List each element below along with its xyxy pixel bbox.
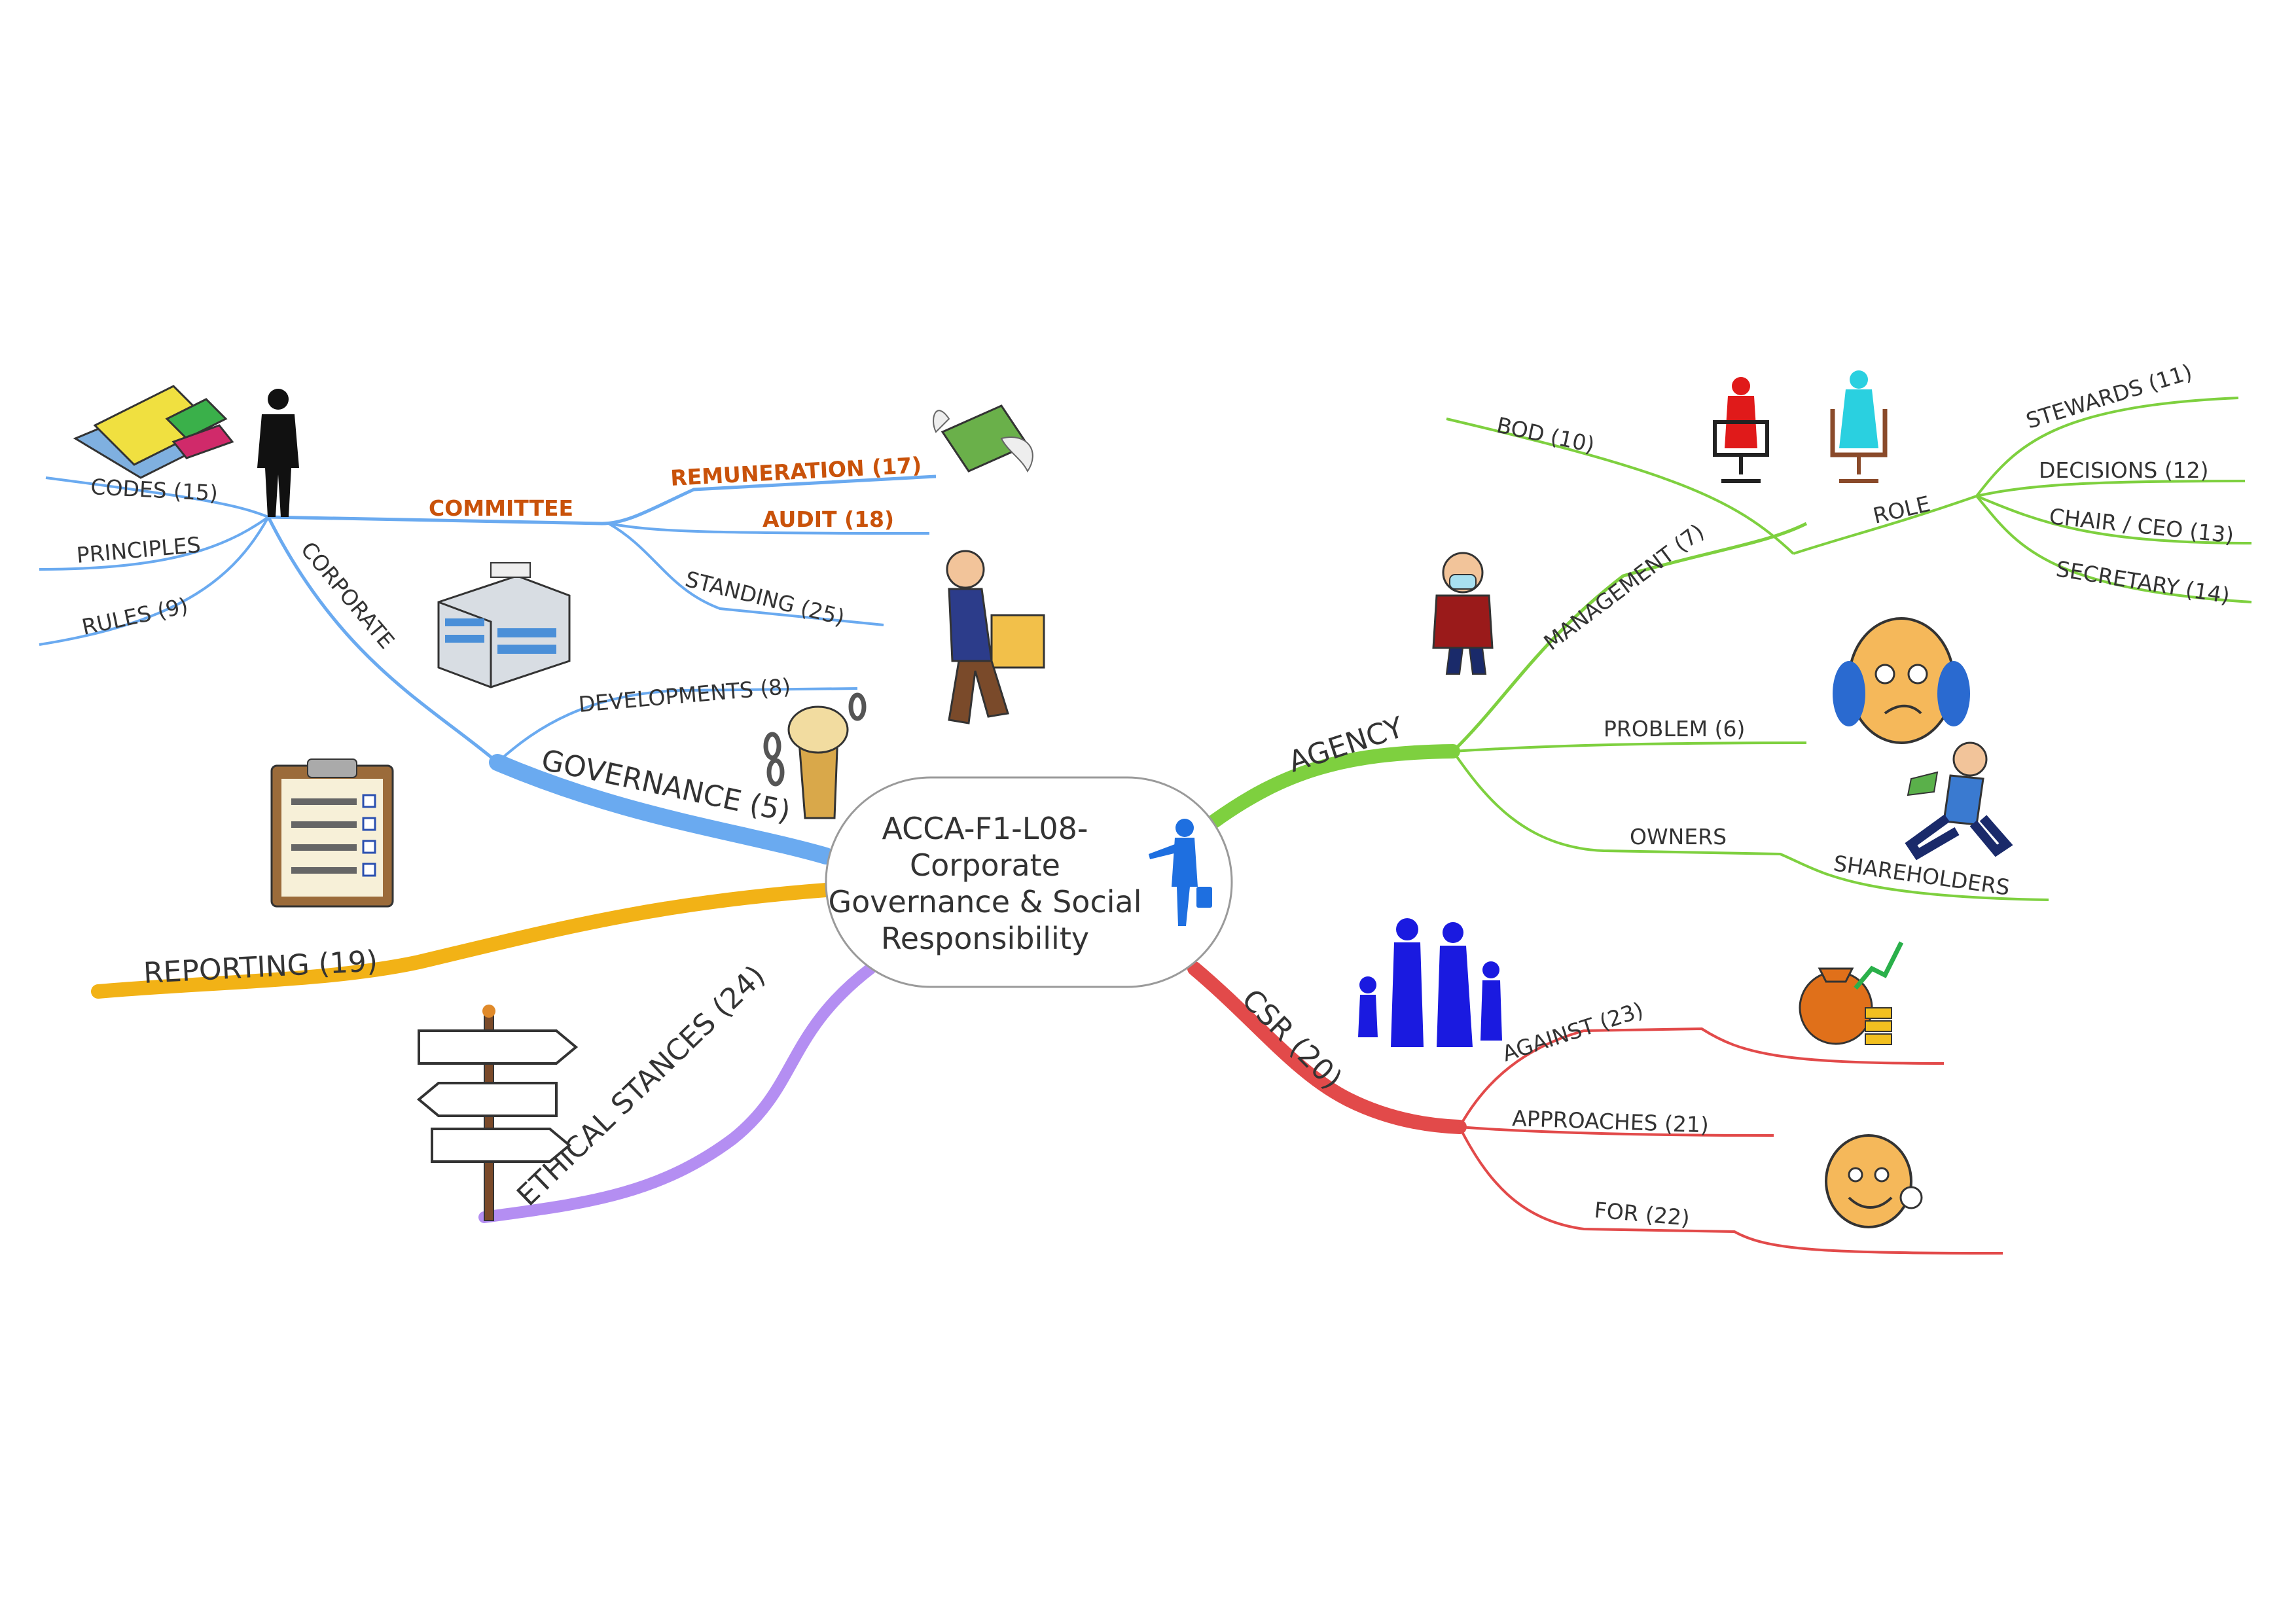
branch-reporting: REPORTING (19) bbox=[91, 883, 833, 999]
csr-label: CSR (20) bbox=[1235, 983, 1348, 1096]
owners-line bbox=[1452, 750, 2049, 901]
standing-label: STANDING (25) bbox=[683, 566, 847, 630]
central-line-4: Responsibility bbox=[881, 921, 1089, 956]
reporting-label: REPORTING (19) bbox=[143, 944, 378, 990]
developments-label: DEVELOPMENTS (8) bbox=[577, 673, 791, 717]
agency-label: AGENCY bbox=[1285, 711, 1408, 779]
owners-label: OWNERS bbox=[1630, 824, 1727, 849]
stewards-line bbox=[1975, 397, 2239, 497]
running-man-money-icon bbox=[1905, 741, 2013, 861]
central-topic[interactable]: ACCA-F1-L08- Corporate Governance & Soci… bbox=[825, 776, 1233, 988]
management-label: MANAGEMENT (7) bbox=[1539, 518, 1709, 655]
clipboard-checklist-icon bbox=[270, 758, 394, 908]
worried-face-icon bbox=[1833, 617, 1970, 744]
committee-label: COMMITTEE bbox=[429, 495, 573, 521]
committee-line bbox=[268, 474, 937, 526]
secretary-label: SECRETARY (14) bbox=[2054, 556, 2232, 608]
money-bag-coins-icon bbox=[1799, 941, 1904, 1045]
governance-main-line bbox=[489, 754, 834, 865]
central-line-1: ACCA-F1-L08- bbox=[882, 811, 1088, 846]
agency-main-line bbox=[1207, 744, 1460, 829]
against-label: AGAINST (23) bbox=[1499, 997, 1646, 1066]
red-chair-person-icon bbox=[1713, 377, 1769, 483]
audit-line bbox=[608, 522, 930, 535]
reporting-line bbox=[91, 883, 833, 999]
developments-line bbox=[496, 687, 858, 764]
bod-line bbox=[1446, 418, 1795, 555]
broken-chain-fist-icon bbox=[763, 692, 867, 819]
against-line bbox=[1458, 1027, 1945, 1128]
bod-label: BOD (10) bbox=[1494, 412, 1596, 458]
businessman-silhouette-icon bbox=[257, 389, 299, 517]
decisions-label: DECISIONS (12) bbox=[2039, 457, 2209, 483]
principles-label: PRINCIPLES bbox=[75, 532, 202, 568]
masked-manager-icon bbox=[1432, 552, 1494, 675]
role-label: ROLE bbox=[1871, 491, 1933, 529]
office-building-icon bbox=[437, 562, 571, 688]
central-topic-box[interactable] bbox=[825, 776, 1233, 988]
books-icon bbox=[73, 385, 234, 479]
stewards-label: STEWARDS (11) bbox=[2023, 359, 2195, 433]
standing-line bbox=[608, 522, 884, 626]
rules-label: RULES (9) bbox=[80, 592, 190, 639]
man-carrying-box-icon bbox=[946, 550, 1045, 724]
winged-money-icon bbox=[933, 404, 1033, 473]
chair-ceo-label: CHAIR / CEO (13) bbox=[2048, 503, 2235, 548]
approaches-line bbox=[1459, 1126, 1774, 1137]
rules-line bbox=[39, 516, 270, 646]
signpost-icon bbox=[416, 1005, 579, 1221]
chair-ceo-line bbox=[1976, 495, 2252, 544]
csr-main-line bbox=[1187, 961, 1467, 1134]
problem-label: PROBLEM (6) bbox=[1604, 716, 1745, 741]
for-label: FOR (22) bbox=[1593, 1197, 1691, 1231]
corporate-line bbox=[266, 516, 499, 764]
ethical-line bbox=[478, 963, 876, 1223]
codes-line bbox=[45, 476, 269, 518]
businessman-pointing-icon bbox=[1149, 819, 1212, 926]
central-line-3: Governance & Social bbox=[828, 884, 1141, 919]
role-line bbox=[1793, 495, 1977, 555]
audit-label: AUDIT (18) bbox=[762, 507, 894, 532]
decisions-line bbox=[1976, 480, 2246, 497]
secretary-line bbox=[1975, 495, 2252, 603]
for-line bbox=[1458, 1126, 2003, 1255]
central-line-2: Corporate bbox=[910, 847, 1060, 883]
family-silhouette-icon bbox=[1358, 918, 1502, 1047]
codes-label: CODES (15) bbox=[90, 474, 219, 506]
ok-face-icon bbox=[1825, 1134, 1923, 1228]
principles-line bbox=[39, 516, 270, 571]
problem-line bbox=[1452, 741, 1807, 753]
cyan-chair-person-icon bbox=[1830, 370, 1888, 483]
management-line bbox=[1452, 522, 1808, 753]
